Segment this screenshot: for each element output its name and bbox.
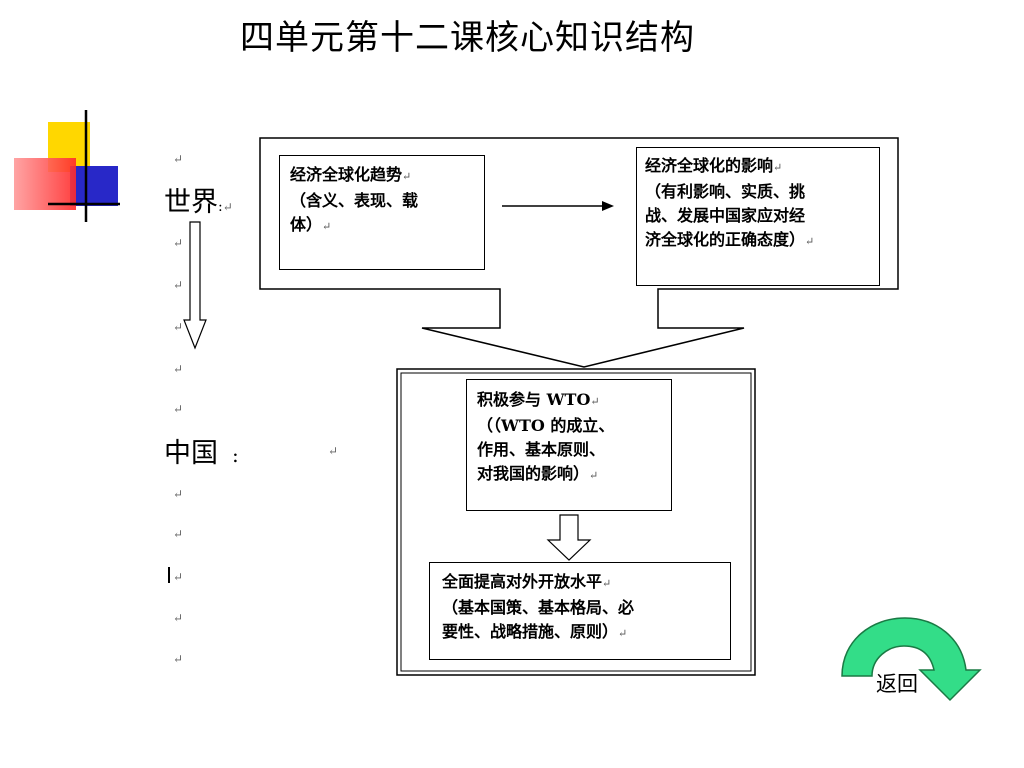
paragraph-mark: ↵: [173, 527, 184, 541]
paragraph-mark: ↵: [173, 611, 184, 625]
globalization-impact-box: 经济全球化的影响↵ （有利影响、实质、挑 战、发展中国家应对经 济全球化的正确态…: [636, 147, 880, 286]
paragraph-mark: ↵: [173, 402, 184, 416]
wto-to-opening-arrow: [546, 514, 592, 561]
world-to-china-arrow: [183, 221, 207, 350]
paragraph-mark: ↵: [173, 320, 184, 334]
paragraph-mark: ↵: [173, 278, 184, 292]
paragraph-mark: ↵: [173, 570, 184, 584]
paragraph-mark: ↵: [173, 236, 184, 250]
china-inner-frame: [400, 372, 752, 672]
china-outer-frame: [396, 368, 756, 676]
paragraph-mark: ↵: [173, 152, 184, 166]
china-label: 中国:: [164, 438, 239, 469]
world-label: 世界:↵: [164, 187, 233, 218]
opening-up-box: 全面提高对外开放水平↵ （基本国策、基本格局、必 要性、战略措施、原则）↵: [429, 562, 731, 660]
wto-participation-box: 积极参与 WTO↵ （（WTO 的成立、 作用、基本原则、 对我国的影响）↵: [466, 379, 672, 511]
back-button-label: 返回: [876, 672, 918, 696]
page-title: 四单元第十二课核心知识结构: [240, 18, 695, 58]
globalization-trend-box: 经济全球化趋势↵ （含义、表现、载 体）↵: [279, 155, 485, 270]
paragraph-mark: ↵: [173, 652, 184, 666]
paragraph-mark: ↵: [328, 444, 339, 458]
paragraph-mark: ↵: [173, 487, 184, 501]
paragraph-mark: ↵: [173, 362, 184, 376]
